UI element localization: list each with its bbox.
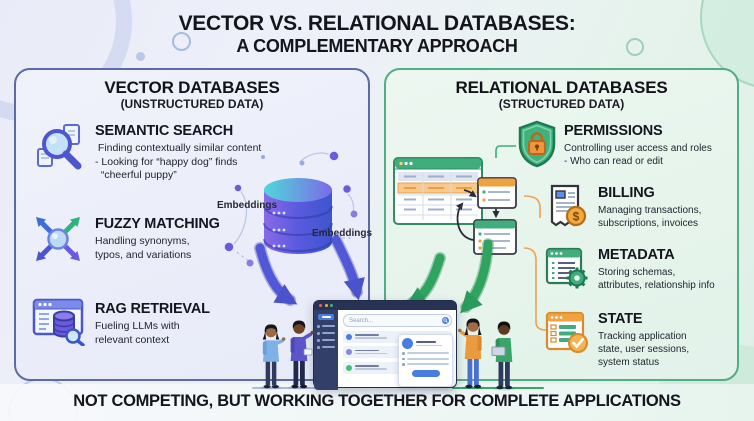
rag-retrieval-icon [30,298,86,346]
vector-panel-subtitle: (UNSTRUCTURED DATA) [120,97,264,111]
permissions-desc: Controlling user access and roles - Who … [564,143,712,167]
window-dot-red [319,304,322,307]
person-man-purple [284,316,314,390]
profile-action-button [411,369,440,377]
fuzzy-matching-desc: Handling synonyms, typos, and variations [95,235,192,261]
state-desc: Tracking application state, user session… [598,331,690,368]
bg-ring-top-right [626,38,644,56]
window-dot-green [330,304,333,307]
app-sidebar-item [317,332,335,335]
app-sidebar-item [317,339,335,342]
app-search-bar: Search... [343,314,452,327]
metadata-title: METADATA [598,247,675,263]
billing-desc: Managing transactions, subscriptions, in… [598,205,702,229]
fuzzy-matching-title: FUZZY MATCHING [95,216,220,232]
relational-panel-title: RELATIONAL DATABASES [455,78,668,97]
footer-band [0,384,754,421]
person-man-green [489,317,519,391]
metadata-desc: Storing schemas, attributes, relationshi… [598,267,715,291]
invoice-dollar-icon: $ [546,183,588,229]
main-title-line1: VECTOR VS. RELATIONAL DATABASES: [178,12,576,35]
app-sidebar-item [317,346,335,349]
app-search-placeholder: Search... [349,317,374,324]
window-check-icon [544,309,590,355]
app-sidebar [314,310,338,390]
state-title: STATE [598,311,643,327]
bg-dot-left [136,52,145,61]
semantic-search-title: SEMANTIC SEARCH [95,123,233,139]
person-woman-orange [458,314,488,390]
ground-line-left [252,387,316,389]
app-sidebar-active-item [318,314,334,320]
profile-detail-row [402,357,449,360]
footer-text: NOT COMPETING, BUT WORKING TOGETHER FOR … [73,392,681,410]
billing-title: BILLING [598,185,655,201]
window-dot-yellow [324,304,328,307]
fuzzy-matching-icon [32,213,84,265]
permissions-title: PERMISSIONS [564,123,663,139]
profile-avatar-row [402,338,449,349]
app-search-button-icon [442,317,449,324]
person-woman-blue [256,320,286,390]
profile-detail-row [402,352,449,355]
dollar-glyph: $ [573,210,580,224]
vector-db-cylinder [252,168,344,260]
app-main-area: Search... [338,310,456,387]
semantic-search-desc: Finding contextually similar content - L… [95,142,262,182]
semantic-search-icon [34,122,86,174]
app-window-titlebar [314,301,456,310]
bg-ring-small-left [172,32,191,51]
app-sidebar-item [317,325,335,328]
vector-panel-title: VECTOR DATABASES [104,78,280,97]
app-profile-card [398,334,453,387]
window-gear-icon [544,245,590,291]
relational-panel-subtitle: (STRUCTURED DATA) [498,97,625,111]
main-title-line2: A COMPLEMENTARY APPROACH [236,36,518,56]
embeddings-label-right: Embeddings [312,228,373,239]
relational-table-illustration [390,148,526,266]
embeddings-label-left: Embeddings [217,200,278,211]
rag-retrieval-desc: Fueling LLMs with relevant context [95,320,180,346]
shield-lock-icon [516,120,558,168]
avatar [402,338,413,349]
rag-retrieval-title: RAG RETRIEVAL [95,301,210,317]
app-window-illustration: Search... [313,300,457,390]
profile-detail-row [402,363,449,366]
